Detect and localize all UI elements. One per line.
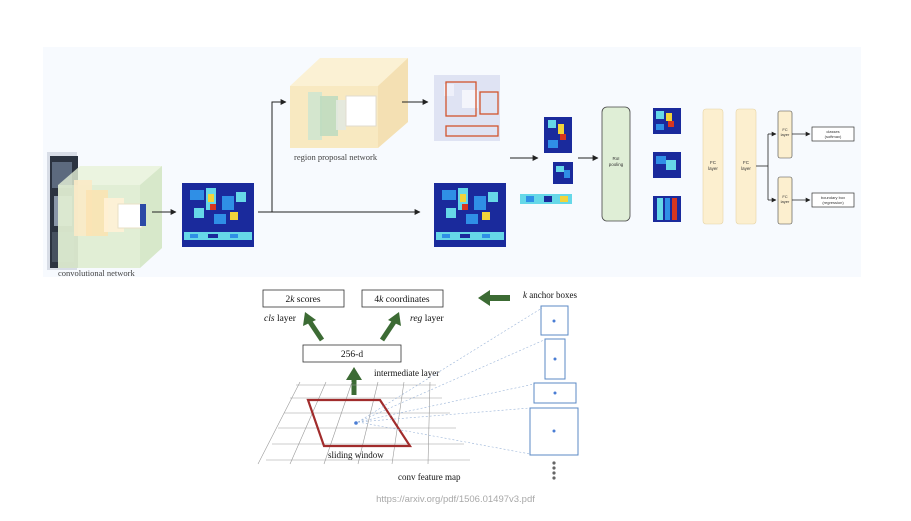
anchor-boxes-label: k anchor boxes — [523, 290, 577, 300]
fc-layer-block — [735, 108, 757, 225]
up-arrow-icon — [379, 312, 401, 342]
window-center-dot — [354, 421, 358, 425]
anchor-center-dot — [553, 357, 557, 361]
reg-layer-label: reg layer — [410, 314, 445, 324]
fc-layer-label: layer — [708, 166, 718, 171]
fc-small-label: layer — [781, 132, 790, 137]
rpn-label: region proposal network — [294, 152, 378, 162]
anchor-center-dot — [552, 429, 556, 433]
roi-feature-crops — [520, 117, 573, 204]
intermediate-layer-label: intermediate layer — [374, 368, 439, 378]
feature-map-heatmap — [434, 183, 506, 247]
classes-sublabel: (softmax) — [825, 134, 842, 139]
left-arrow-icon — [478, 290, 510, 306]
ellipsis-dots — [552, 461, 556, 480]
right-arrow-icon — [258, 99, 287, 213]
bbox-output-box — [811, 192, 855, 208]
scores-box — [262, 289, 345, 308]
up-arrow-icon — [346, 367, 362, 395]
anchor-projection-lines — [357, 307, 545, 455]
feature-map-heatmap — [182, 183, 254, 247]
fc-layer-block — [702, 108, 724, 225]
scores-text: 2k scores — [285, 295, 320, 305]
anchor-boxes — [529, 305, 579, 456]
fc-layer-small — [777, 176, 793, 225]
intermediate-layer-box — [302, 344, 402, 363]
classes-output-box — [811, 126, 855, 142]
proposal-boxes-map — [434, 75, 500, 141]
roi-pooling-label-line1: RoI — [612, 156, 619, 161]
coordinates-text: 4k coordinates — [374, 295, 429, 305]
roi-pooling-block — [601, 106, 631, 222]
bbox-sublabel: (regression) — [822, 200, 844, 205]
fc-layer-small — [777, 110, 793, 159]
anchor-center-dot — [553, 391, 557, 395]
intermediate-value-text: 256-d — [341, 350, 363, 360]
fc-layer-label: FC — [743, 160, 750, 165]
fc-layer-label: layer — [741, 166, 751, 171]
fc-small-label: layer — [781, 199, 790, 204]
cls-layer-label: cls layer — [264, 314, 297, 324]
fc-small-label: FC — [782, 194, 787, 199]
bbox-label: boundary box — [821, 195, 845, 200]
source-url: https://arxiv.org/pdf/1506.01497v3.pdf — [376, 494, 535, 505]
coordinates-box — [361, 289, 444, 308]
roi-pooling-label-line2: pooling — [609, 162, 624, 167]
anchor-center-dot — [552, 319, 556, 323]
sliding-window-box — [306, 398, 413, 448]
fc-layer-label: FC — [710, 160, 717, 165]
up-arrow-icon — [303, 312, 325, 342]
fc-small-label: FC — [782, 127, 787, 132]
conv-network-block — [58, 166, 162, 268]
conv-network-label: convolutional network — [58, 268, 135, 278]
rpn-block — [290, 58, 408, 148]
sliding-window-label: sliding window — [328, 450, 384, 460]
classes-label: classes — [826, 129, 839, 134]
conv-feature-map-label: conv feature map — [398, 472, 461, 482]
pooled-feature-maps — [653, 108, 681, 222]
